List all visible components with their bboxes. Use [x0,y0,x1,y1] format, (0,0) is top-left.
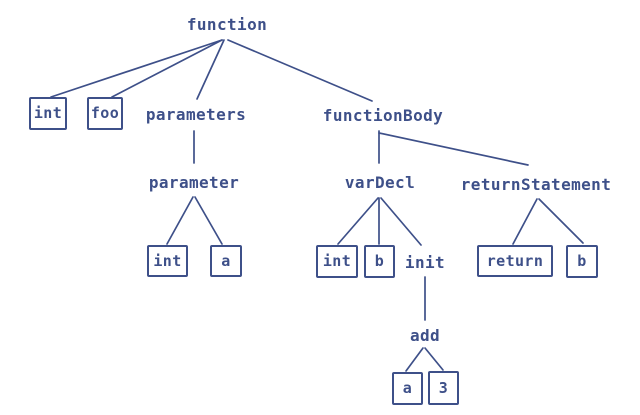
edge-function-functionbody [227,39,373,102]
node-a-operand: a [392,372,423,405]
edge-parameter-int [166,196,194,245]
node-b-var: b [364,245,395,278]
edge-function-foo [111,39,223,98]
edge-returnstmt-return [512,198,538,245]
edge-vardecl-int [337,197,379,245]
node-a-parameter: a [210,245,242,277]
edge-functionbody-returnstmt [378,132,529,166]
edge-function-parameters [196,39,225,100]
edge-function-int [50,39,223,98]
edge-add-a [405,347,424,372]
node-function: function [186,15,268,34]
node-parameters: parameters [145,105,247,124]
edge-add-three [424,347,444,371]
node-var-decl: varDecl [344,173,416,192]
node-parameter: parameter [148,173,240,192]
node-three-operand: 3 [428,371,459,405]
node-return-statement: returnStatement [460,175,612,194]
node-int-return-type: int [29,97,67,130]
node-int-var-type: int [316,245,358,278]
node-return-keyword: return [477,245,553,277]
edge-returnstmt-b [538,198,584,244]
node-foo: foo [87,97,123,130]
edge-vardecl-init [380,197,422,246]
node-add: add [409,326,441,345]
node-init: init [404,253,446,272]
edge-parameter-a [194,196,223,245]
node-int-parameter-type: int [147,245,188,277]
node-function-body: functionBody [322,106,444,125]
node-b-returned: b [566,245,598,278]
